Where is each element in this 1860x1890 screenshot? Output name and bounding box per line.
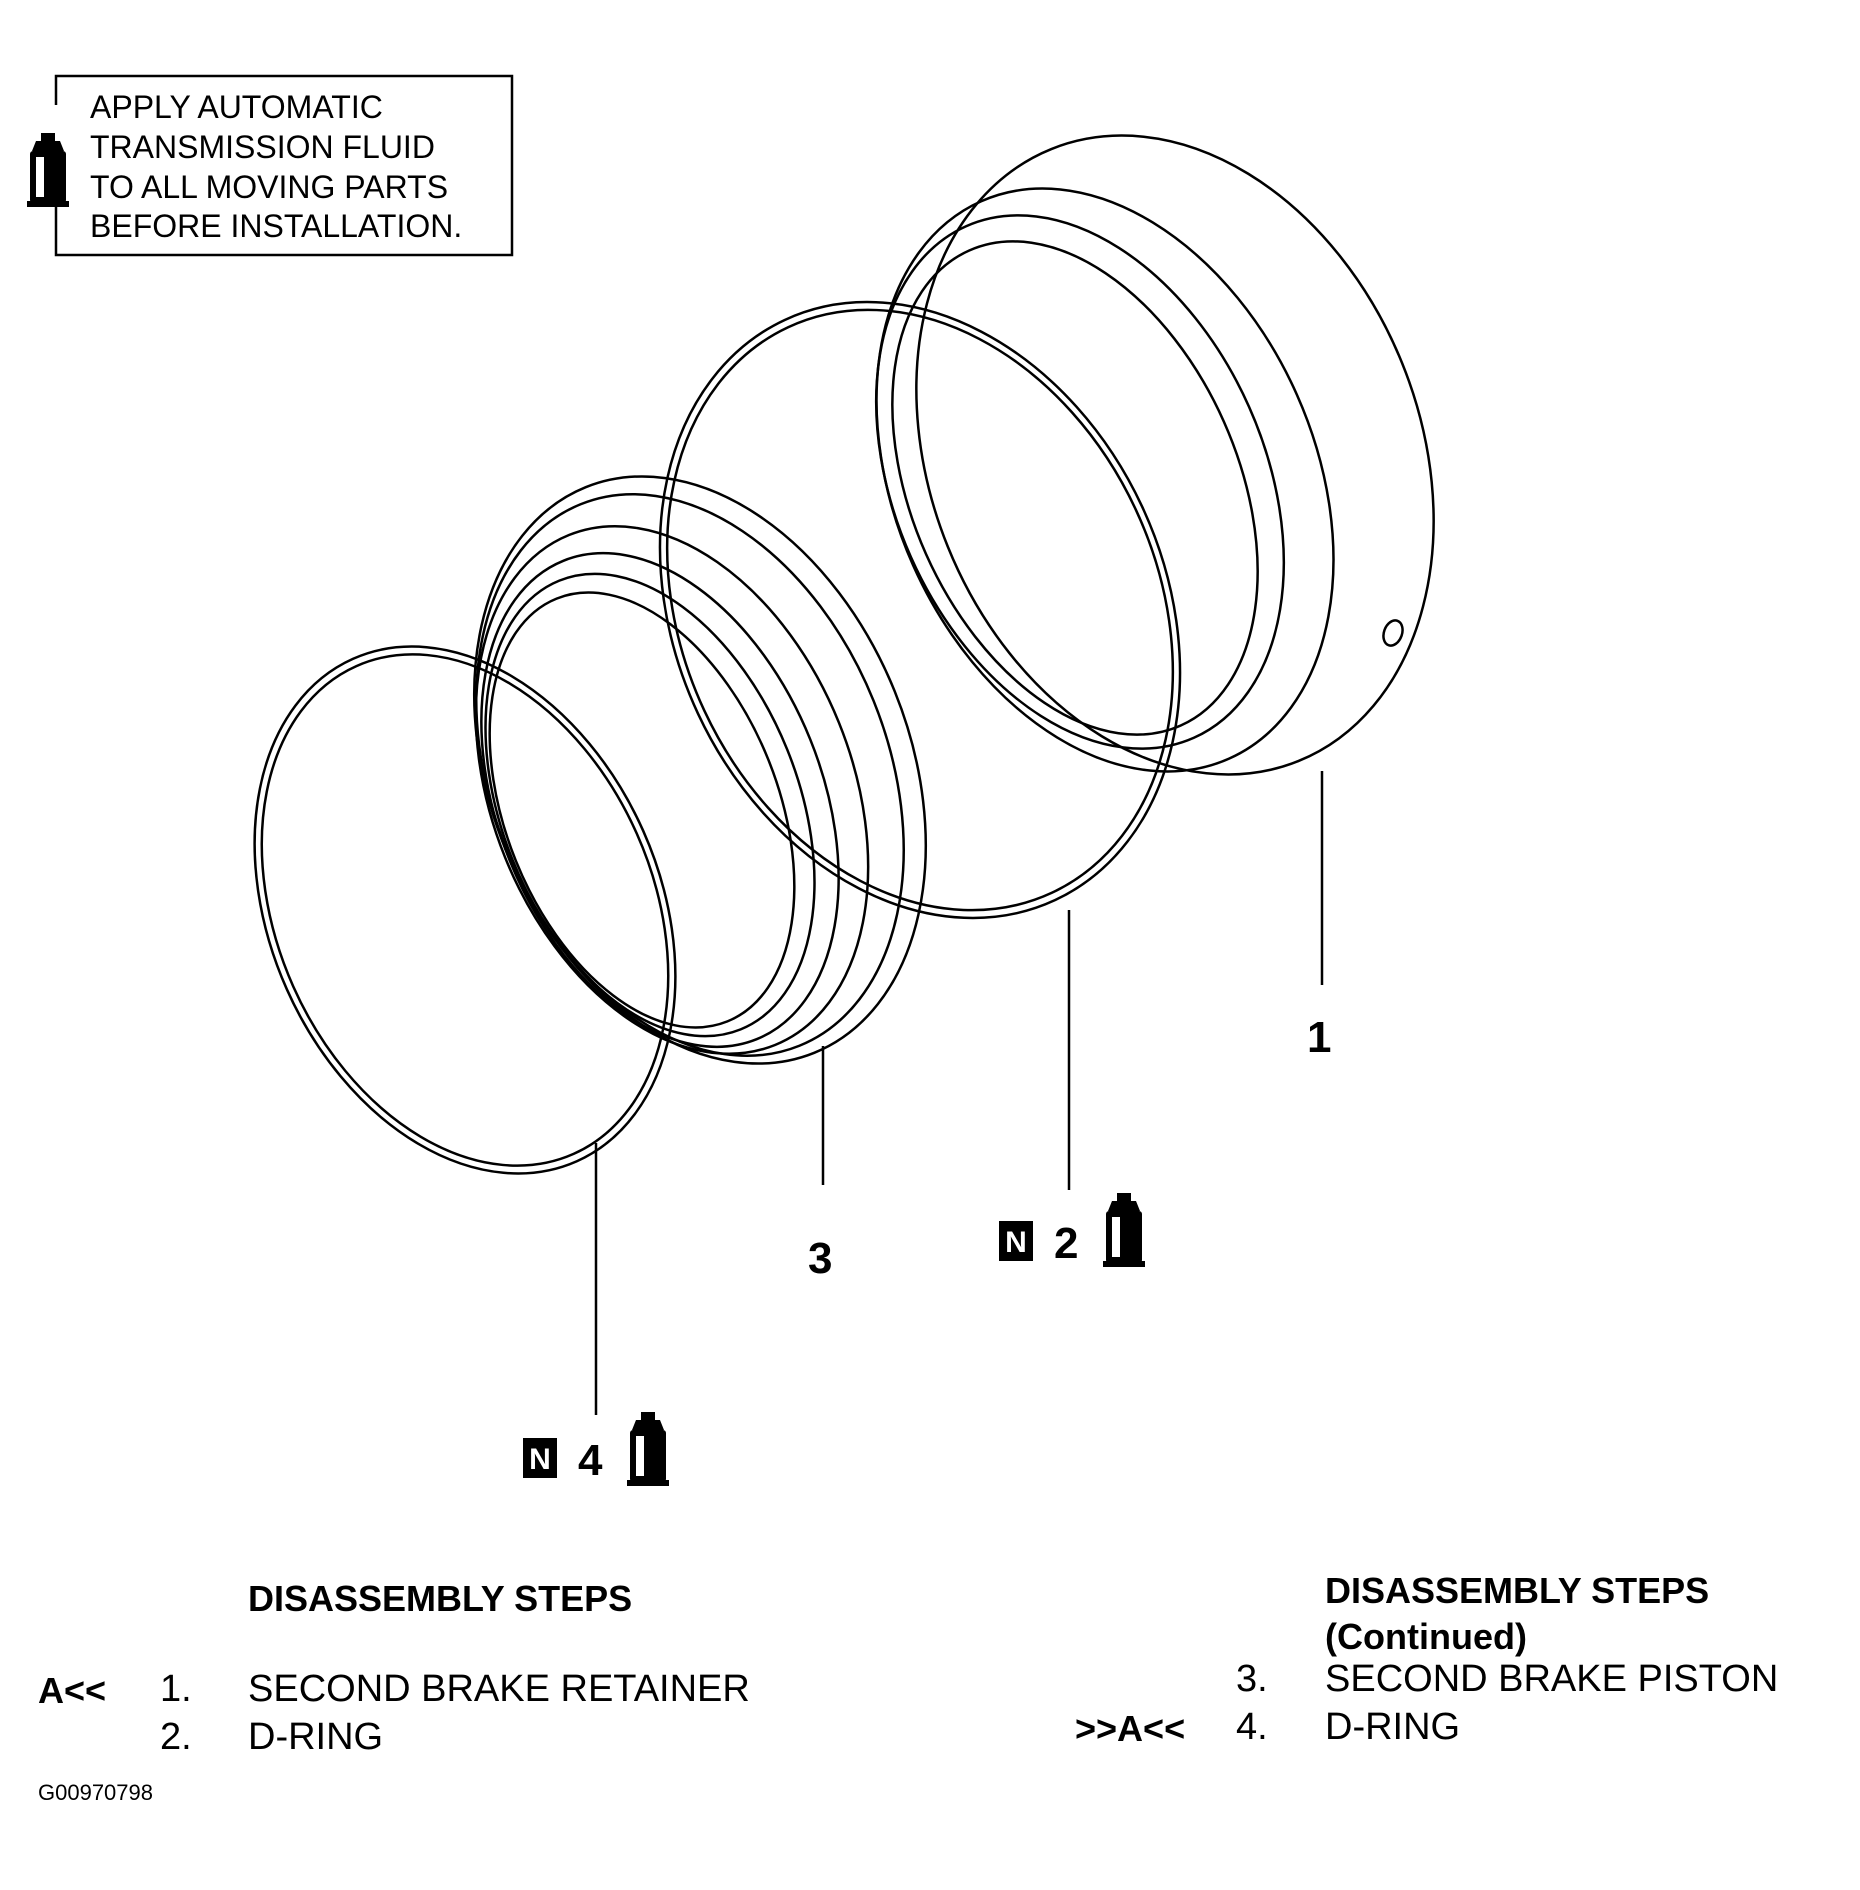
steps-title: DISASSEMBLY STEPS xyxy=(1325,1570,1710,1611)
step-label: SECOND BRAKE RETAINER xyxy=(248,1668,750,1710)
step-mark: A<< xyxy=(38,1670,107,1711)
note-line-1: APPLY AUTOMATIC xyxy=(90,89,383,125)
figure-id: G00970798 xyxy=(38,1780,153,1805)
note-box: APPLY AUTOMATIC TRANSMISSION FLUID TO AL… xyxy=(27,74,514,257)
fluid-bottle-icon xyxy=(27,133,69,207)
step-mark: >>A<< xyxy=(1075,1708,1186,1749)
n-mark: N xyxy=(1005,1226,1027,1259)
step-number: 4. xyxy=(1236,1706,1268,1748)
callout-1: 1 xyxy=(1307,1013,1331,1062)
step-label: SECOND BRAKE PISTON xyxy=(1325,1658,1779,1700)
note-line-4: BEFORE INSTALLATION. xyxy=(90,208,462,244)
part-1-second-brake-retainer xyxy=(874,134,1435,985)
callout-4: 4 xyxy=(578,1436,603,1485)
part-4-d-ring xyxy=(253,645,677,1415)
step-label: D-RING xyxy=(248,1716,384,1758)
part-2-d-ring xyxy=(658,300,1182,1190)
steps-title: DISASSEMBLY STEPS xyxy=(248,1578,633,1619)
n-mark-box xyxy=(999,1221,1033,1261)
fluid-bottle-icon xyxy=(627,1412,669,1486)
step-label: D-RING xyxy=(1325,1706,1461,1748)
callout-group-3: 3 xyxy=(808,1234,832,1283)
steps-title-continued: (Continued) xyxy=(1325,1616,1527,1657)
callout-2: 2 xyxy=(1054,1219,1078,1268)
step-number: 2. xyxy=(160,1716,192,1758)
callout-group-4: N 4 xyxy=(523,1412,669,1486)
fluid-bottle-icon xyxy=(1103,1193,1145,1267)
callout-group-2: N 2 xyxy=(999,1193,1145,1268)
n-mark-box xyxy=(523,1438,557,1478)
callout-3: 3 xyxy=(808,1234,832,1283)
part-3-second-brake-piston xyxy=(472,475,928,1185)
step-number: 1. xyxy=(160,1668,192,1710)
step-number: 3. xyxy=(1236,1658,1268,1700)
note-line-2: TRANSMISSION FLUID xyxy=(90,129,435,165)
note-line-3: TO ALL MOVING PARTS xyxy=(90,169,448,205)
n-mark: N xyxy=(529,1443,551,1476)
